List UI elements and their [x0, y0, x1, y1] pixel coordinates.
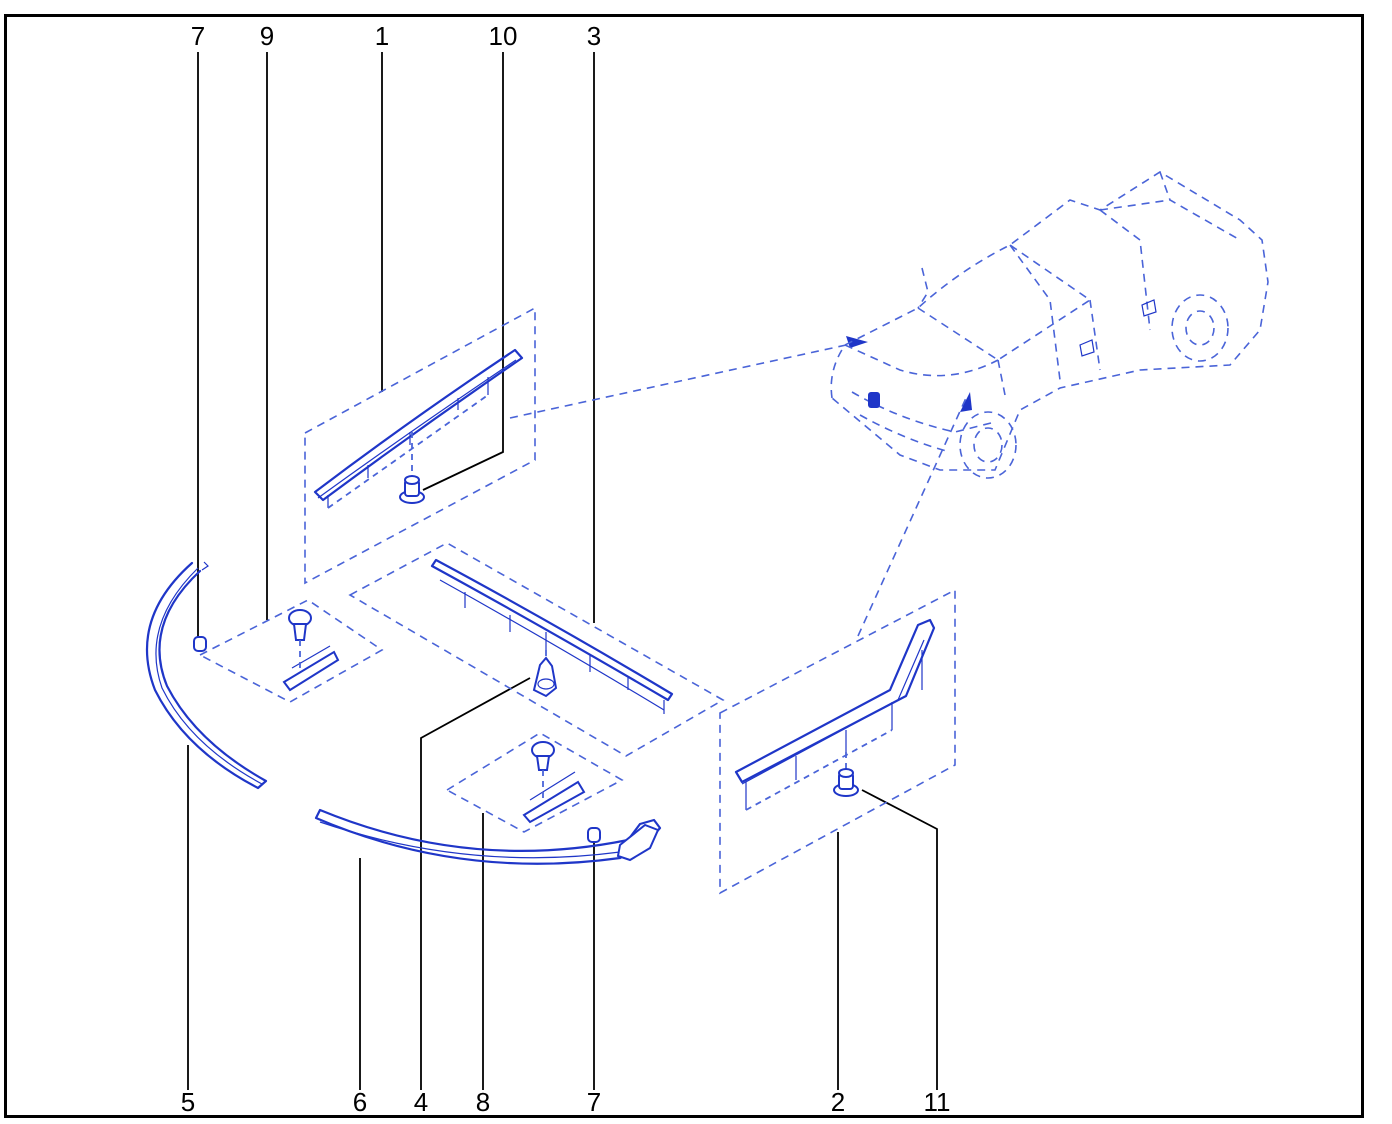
- part-11-clip: [833, 768, 859, 797]
- vehicle-outline-reference: [830, 171, 1269, 479]
- part-10-clip: [399, 475, 425, 504]
- callout-10: 10: [489, 21, 518, 51]
- part-5-curved-molding: [145, 561, 268, 790]
- arrow-head-lower: [960, 392, 972, 412]
- box-part-8: [445, 732, 624, 833]
- leader-10: [422, 52, 504, 491]
- diagram-frame: [4, 14, 1364, 1118]
- callout-2: 2: [831, 1087, 845, 1117]
- callout-1: 1: [375, 21, 389, 51]
- part-2-tabs: [745, 650, 923, 810]
- part-3-outline: [430, 558, 674, 702]
- arrow-head-upper: [846, 336, 868, 348]
- callout-labels: 7 9 1 10 3 5 6 4 8 7 2 11: [181, 21, 951, 1117]
- part-8-clip-bracket: [522, 741, 586, 824]
- part-6-outline: [314, 808, 662, 865]
- leader-4: [420, 677, 531, 1090]
- vehicle-marker: [868, 392, 880, 408]
- part-7-cap-top: [193, 636, 207, 652]
- callout-11: 11: [924, 1087, 951, 1117]
- callout-4: 4: [414, 1087, 428, 1117]
- box-part-2: [719, 588, 956, 895]
- part-9-clip-bracket: [282, 609, 340, 692]
- box-part-9: [198, 599, 384, 703]
- leader-11: [861, 789, 938, 1090]
- callout-7-top: 7: [191, 21, 205, 51]
- part-2-outline: [734, 618, 936, 784]
- reference-line-lower: [857, 397, 967, 637]
- part-1-rail-molding: [313, 348, 524, 509]
- callout-6: 6: [353, 1087, 367, 1117]
- part-4-bracket: [532, 656, 558, 698]
- part-3-center-molding: [430, 558, 674, 714]
- callout-8: 8: [476, 1087, 490, 1117]
- callout-7-bottom: 7: [587, 1087, 601, 1117]
- part-1-tabs: [327, 377, 489, 508]
- leader-lines: [187, 52, 938, 1090]
- part-3-tabs: [464, 592, 665, 714]
- part-7-cap-bottom: [587, 827, 601, 843]
- part-6-lower-molding: [314, 808, 662, 865]
- callout-5: 5: [181, 1087, 195, 1117]
- callout-3: 3: [587, 21, 601, 51]
- reference-line-upper: [509, 341, 861, 419]
- dashed-assembly-boxes: [198, 306, 972, 895]
- box-part-1: [304, 306, 536, 585]
- box-part-3: [348, 542, 725, 757]
- callout-9: 9: [260, 21, 274, 51]
- part-2-side-molding: [734, 618, 936, 811]
- part-5-outline: [145, 561, 268, 790]
- part-1-outline: [313, 348, 524, 502]
